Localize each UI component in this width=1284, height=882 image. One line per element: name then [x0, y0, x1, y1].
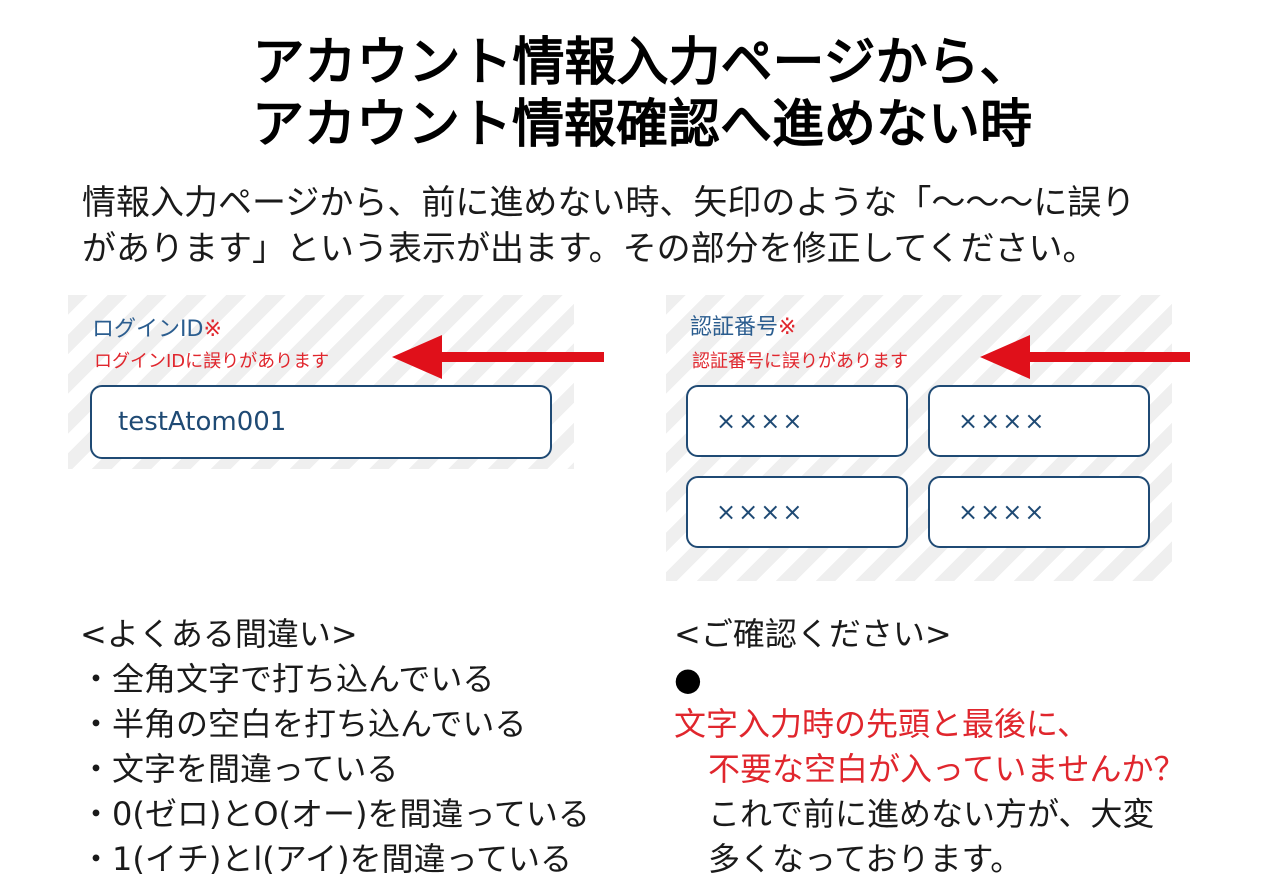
please-check-section: <ご確認ください> ● 文字入力時の先頭と最後に、 不要な空白が入っていませんか？… — [674, 612, 1185, 882]
required-mark: ※ — [203, 317, 222, 342]
note-line-2: 多くなっております。 — [708, 840, 1023, 878]
common-mistakes-heading: <よくある間違い> — [80, 615, 358, 653]
list-item: ・全角文字で打ち込んでいる — [80, 660, 495, 698]
auth-code-input-1[interactable]: ×××× — [686, 385, 908, 457]
warning-line-1: ● 文字入力時の先頭と最後に、 — [674, 657, 1185, 747]
page-title-line-2: アカウント情報確認へ進めない時 — [251, 95, 1032, 155]
page-title: アカウント情報入力ページから、 アカウント情報確認へ進めない時 — [0, 32, 1284, 156]
warning-text-1: 文字入力時の先頭と最後に、 — [674, 705, 1090, 743]
note-line-1: これで前に進めない方が、大変 — [708, 795, 1155, 833]
arrow-left-icon — [980, 335, 1190, 379]
auth-code-input-3[interactable]: ×××× — [686, 476, 908, 548]
auth-code-label-text: 認証番号 — [690, 315, 779, 340]
list-item: ・文字を間違っている — [80, 750, 399, 788]
auth-code-form-example: 認証番号※ 認証番号に誤りがあります ×××× ×××× ×××× ×××× — [666, 295, 1172, 581]
warning-line-2: 不要な空白が入っていませんか？ — [708, 750, 1186, 788]
login-id-label: ログインID※ — [92, 311, 222, 343]
intro-line-2: があります」という表示が出ます。その部分を修正してください。 — [82, 229, 1097, 269]
required-mark: ※ — [778, 315, 797, 340]
login-id-input[interactable]: testAtom001 — [90, 385, 552, 459]
login-id-form-example: ログインID※ ログインIDに誤りがあります testAtom001 — [68, 295, 574, 469]
common-mistakes-list: <よくある間違い> ・全角文字で打ち込んでいる ・半角の空白を打ち込んでいる ・… — [80, 612, 590, 882]
page-title-line-1: アカウント情報入力ページから、 — [252, 33, 1032, 93]
list-item: ・1(イチ)とl(アイ)を間違っている — [80, 840, 572, 878]
auth-code-label: 認証番号※ — [690, 309, 796, 341]
auth-code-input-2[interactable]: ×××× — [928, 385, 1150, 457]
login-id-error-message: ログインIDに誤りがあります — [94, 351, 330, 372]
intro-line-1: 情報入力ページから、前に進めない時、矢印のような「〜〜〜に誤り — [82, 183, 1136, 223]
bullet-icon: ● — [674, 660, 702, 698]
arrow-left-icon — [392, 335, 604, 379]
intro-text: 情報入力ページから、前に進めない時、矢印のような「〜〜〜に誤り があります」とい… — [82, 180, 1222, 272]
please-check-heading: <ご確認ください> — [674, 615, 952, 653]
list-item: ・半角の空白を打ち込んでいる — [80, 705, 527, 743]
login-id-label-text: ログインID — [92, 317, 204, 342]
auth-code-input-4[interactable]: ×××× — [928, 476, 1150, 548]
auth-code-error-message: 認証番号に誤りがあります — [692, 351, 908, 372]
list-item: ・0(ゼロ)とO(オー)を間違っている — [80, 795, 590, 833]
